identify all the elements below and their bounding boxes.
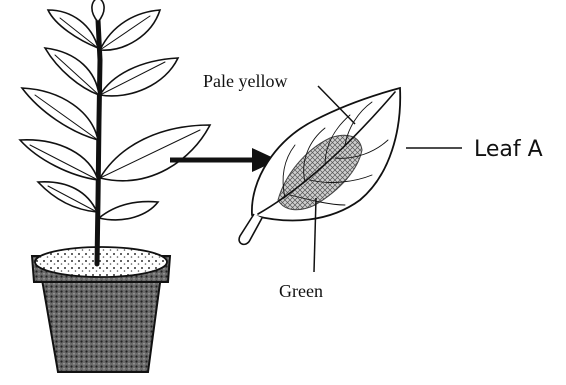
soil [35, 247, 167, 277]
plant-leaf [99, 202, 158, 220]
plant-leaves [20, 0, 210, 220]
flower-pot [40, 268, 162, 372]
potted-plant [20, 0, 210, 372]
label-green-text: Green [279, 281, 323, 301]
label-leaf-a: Leaf A [406, 137, 543, 162]
plant-leaf [100, 58, 178, 96]
leaf-petiole [239, 214, 262, 244]
label-pale-yellow-text: Pale yellow [203, 71, 287, 91]
label-leaf-a-text: Leaf A [474, 137, 543, 162]
plant-leaf [92, 0, 104, 22]
